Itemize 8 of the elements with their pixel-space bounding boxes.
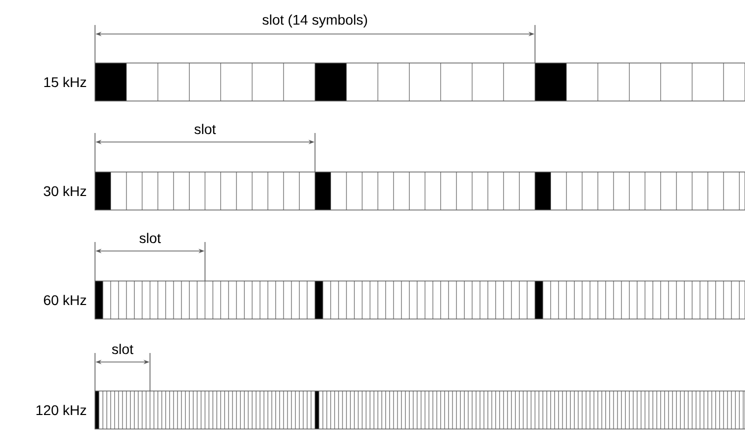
dimension-label: slot <box>194 124 216 134</box>
dimension-label: slot <box>112 344 134 354</box>
row-label: 30 kHz <box>44 186 86 196</box>
dimension-label: slot <box>140 232 161 244</box>
dimension-label: slot (14 symbols) <box>262 14 368 28</box>
row-label: 120 kHz <box>36 404 86 416</box>
row-label: 60 kHz <box>44 294 86 306</box>
row-label: 15 kHz <box>44 76 86 88</box>
